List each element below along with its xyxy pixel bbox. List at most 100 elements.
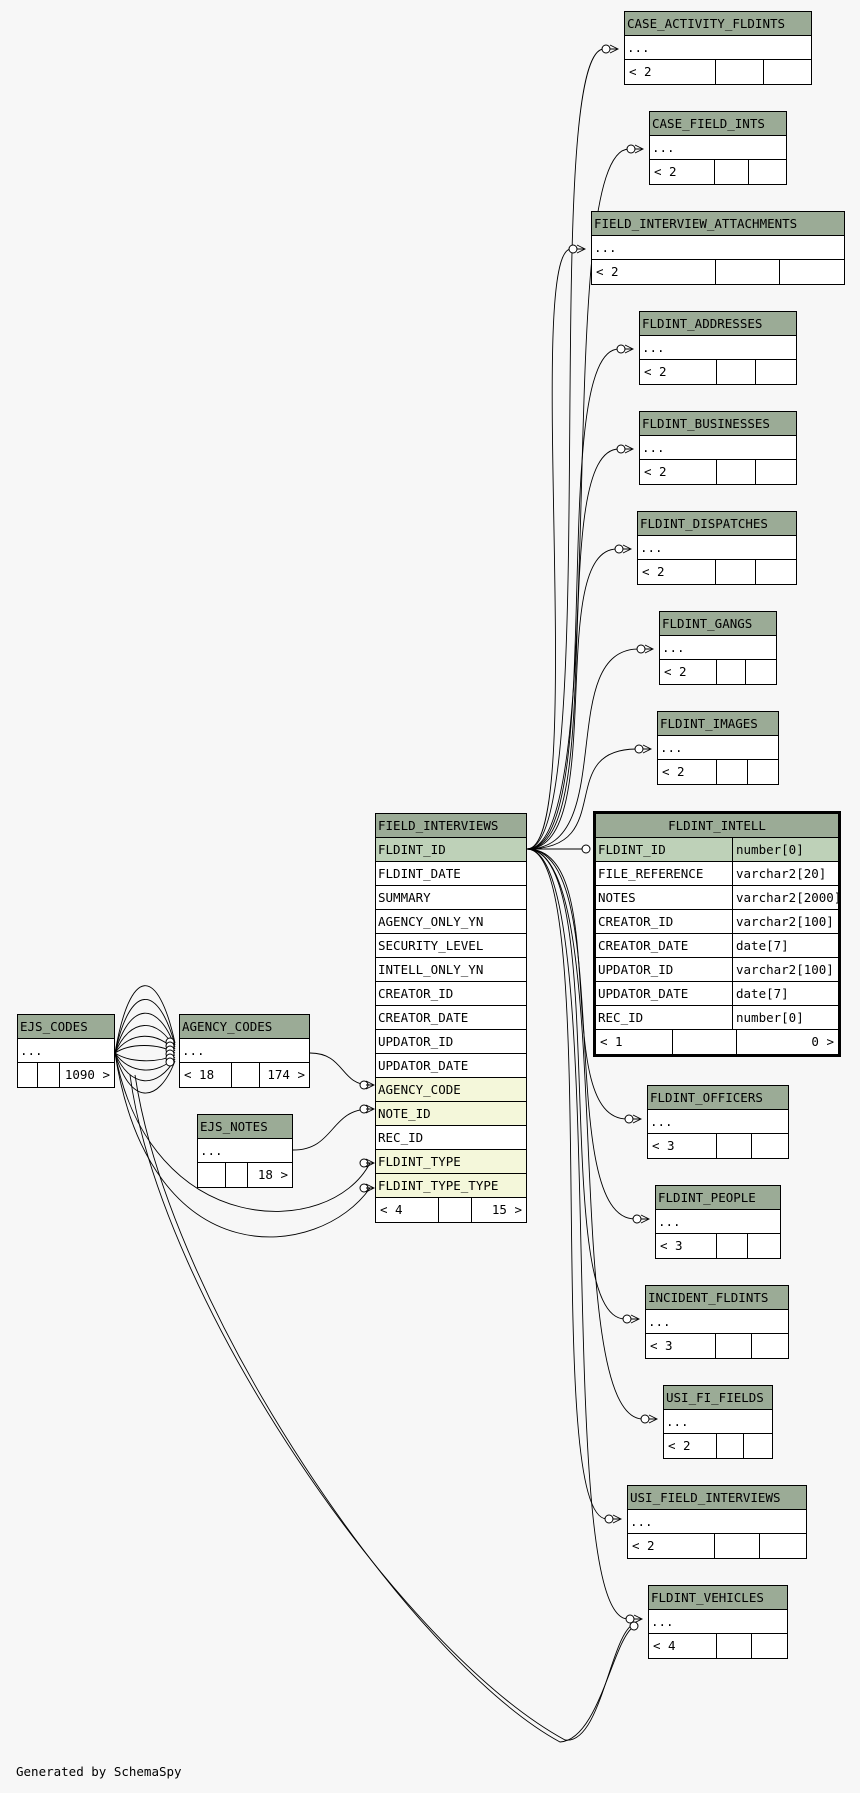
- column-type: date[7]: [736, 986, 789, 1001]
- column-type: varchar2[20]: [736, 866, 827, 881]
- columns-ellipsis: ...: [646, 1310, 788, 1334]
- table-footer: < 4 15 >: [376, 1198, 526, 1222]
- crowfoot-icon: [630, 1314, 641, 1324]
- footer-children: [780, 260, 844, 284]
- table-fldint-people[interactable]: FLDINT_PEOPLE...< 3: [655, 1185, 781, 1259]
- table-fldint-businesses[interactable]: FLDINT_BUSINESSES...< 2: [639, 411, 797, 485]
- table-incident-fldints[interactable]: INCIDENT_FLDINTS...< 3: [645, 1285, 789, 1359]
- table-fldint-vehicles[interactable]: FLDINT_VEHICLES...< 4: [648, 1585, 788, 1659]
- crowfoot-icon: [644, 644, 655, 654]
- edge-fldint-type: [114, 1052, 371, 1212]
- footer-parents: < 2: [628, 1534, 715, 1558]
- table-footer: < 3: [656, 1234, 780, 1258]
- crowfoot-icon: [622, 544, 633, 554]
- edge-vehicles-long: [129, 1074, 633, 1741]
- zero-cardinality-icon: [629, 1621, 639, 1631]
- footer-children: 18 >: [257, 1167, 288, 1182]
- footer-parents: < 4: [376, 1198, 439, 1222]
- table-footer: < 4: [649, 1634, 787, 1658]
- table-usi-field-interviews[interactable]: USI_FIELD_INTERVIEWS...< 2: [627, 1485, 807, 1559]
- table-field-interview-attachments[interactable]: FIELD_INTERVIEW_ATTACHMENTS...< 2: [591, 211, 845, 285]
- table-title: EJS_NOTES: [198, 1115, 292, 1139]
- zero-cardinality-icon: [165, 1057, 175, 1067]
- table-case-field-ints[interactable]: CASE_FIELD_INTS...< 2: [649, 111, 787, 185]
- columns-ellipsis: ...: [638, 536, 796, 560]
- edge-agency-codes-loop: [114, 1052, 176, 1094]
- table-title: INCIDENT_FLDINTS: [646, 1286, 788, 1310]
- zero-cardinality-icon: [616, 444, 626, 454]
- column-name: CREATOR_ID: [596, 910, 733, 933]
- table-fldint-images[interactable]: FLDINT_IMAGES...< 2: [657, 711, 779, 785]
- footer-spacer: [715, 1534, 760, 1558]
- footer-parents: < 2: [660, 660, 717, 684]
- column-name: FLDINT_TYPE: [378, 1154, 461, 1169]
- crowfoot-icon: [365, 1104, 376, 1114]
- table-ejs-codes[interactable]: EJS_CODES ... 1090 >: [17, 1014, 115, 1088]
- columns-ellipsis: ...: [656, 1210, 780, 1234]
- table-fldint-addresses[interactable]: FLDINT_ADDRESSES...< 2: [639, 311, 797, 385]
- column-name: UPDATOR_DATE: [378, 1058, 469, 1073]
- crowfoot-icon: [624, 344, 635, 354]
- footer-spacer: [38, 1063, 60, 1087]
- footer-children: [756, 560, 796, 584]
- column-name: FLDINT_ID: [596, 838, 733, 861]
- column-row: CREATOR_ID: [376, 982, 526, 1006]
- column-row: FLDINT_ID: [376, 838, 526, 862]
- column-name: INTELL_ONLY_YN: [378, 962, 484, 977]
- footer-parents: < 3: [646, 1334, 716, 1358]
- crowfoot-icon: [609, 44, 620, 54]
- table-title: CASE_ACTIVITY_FLDINTS: [625, 12, 811, 36]
- table-footer: < 2: [664, 1434, 772, 1458]
- table-fldint-gangs[interactable]: FLDINT_GANGS...< 2: [659, 611, 777, 685]
- table-fldint-officers[interactable]: FLDINT_OFFICERS...< 3: [647, 1085, 789, 1159]
- crowfoot-icon: [365, 1183, 376, 1193]
- table-title: USI_FI_FIELDS: [664, 1386, 772, 1410]
- footer-spacer: [226, 1163, 248, 1187]
- column-name: CREATOR_DATE: [378, 1010, 469, 1025]
- table-title: EJS_CODES: [18, 1015, 114, 1039]
- column-type: date[7]: [736, 938, 789, 953]
- footer-children: [748, 1234, 780, 1258]
- zero-cardinality-icon: [616, 344, 626, 354]
- table-title: USI_FIELD_INTERVIEWS: [628, 1486, 806, 1510]
- footer-children: 1090 >: [64, 1067, 110, 1082]
- footer-spacer: [717, 660, 746, 684]
- columns-ellipsis: ...: [640, 336, 796, 360]
- edge-to-child: [526, 848, 626, 1320]
- table-usi-fi-fields[interactable]: USI_FI_FIELDS...< 2: [663, 1385, 773, 1459]
- table-case-activity-fldints[interactable]: CASE_ACTIVITY_FLDINTS...< 2: [624, 11, 812, 85]
- table-ejs-notes[interactable]: EJS_NOTES ... 18 >: [197, 1114, 293, 1188]
- footer-spacer: [717, 1634, 752, 1658]
- columns-ellipsis: ...: [660, 636, 776, 660]
- column-row: SECURITY_LEVEL: [376, 934, 526, 958]
- zero-cardinality-icon: [622, 1314, 632, 1324]
- columns-ellipsis: ...: [180, 1039, 309, 1063]
- edge-agency-codes-loop: [114, 985, 176, 1054]
- footer-spacer: [716, 560, 756, 584]
- table-footer: 18 >: [198, 1163, 292, 1187]
- footer-parents: [198, 1163, 226, 1187]
- table-footer: < 2: [640, 460, 796, 484]
- table-agency-codes[interactable]: AGENCY_CODES ... < 18 174 >: [179, 1014, 310, 1088]
- zero-cardinality-icon: [634, 744, 644, 754]
- crowfoot-icon: [624, 444, 635, 454]
- footer-children: [748, 760, 778, 784]
- edge-to-child: [526, 548, 618, 850]
- crowfoot-icon: [365, 1080, 376, 1090]
- crowfoot-icon: [633, 1614, 644, 1624]
- table-fldint-dispatches[interactable]: FLDINT_DISPATCHES...< 2: [637, 511, 797, 585]
- columns-ellipsis: ...: [649, 1610, 787, 1634]
- footer-children: [760, 1534, 806, 1558]
- column-name: SUMMARY: [378, 890, 431, 905]
- footer-children: [756, 460, 796, 484]
- zero-cardinality-icon: [626, 144, 636, 154]
- table-title: CASE_FIELD_INTS: [650, 112, 786, 136]
- edge-to-child: [526, 848, 636, 1220]
